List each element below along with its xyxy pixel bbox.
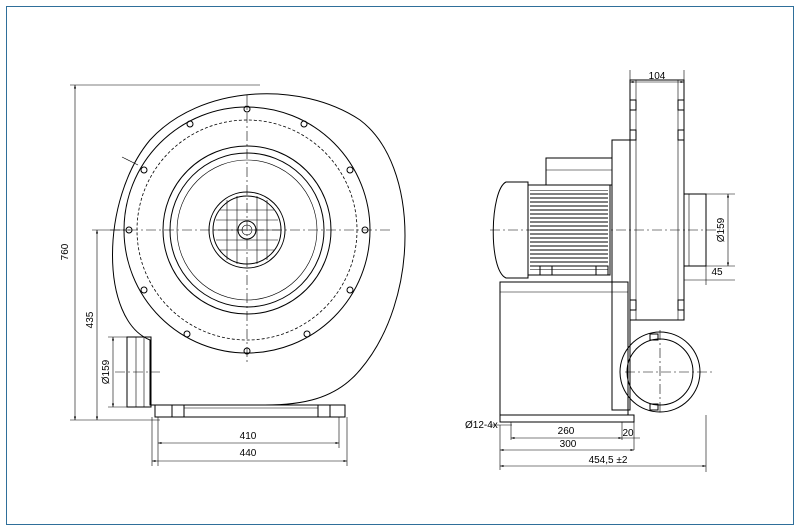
motor-pedestal xyxy=(499,281,629,416)
dim-base-outer-width: 440 xyxy=(240,448,257,459)
dim-base-length: 300 xyxy=(560,439,577,450)
dim-base-edge-offset: 20 xyxy=(622,428,634,439)
dim-overall-height: 760 xyxy=(60,243,71,260)
motor-end-cap xyxy=(492,181,529,279)
dim-inlet-diameter: Ø159 xyxy=(716,217,727,242)
dim-inlet-length: 45 xyxy=(711,267,723,278)
volute-housing xyxy=(112,93,406,406)
dim-overall-length: 454,5 ±2 xyxy=(589,455,628,466)
front-view: 760 435 Ø159 410 440 xyxy=(60,84,406,466)
drawing-frame xyxy=(6,6,794,525)
base-frame xyxy=(154,404,346,418)
dim-inlet-width: 104 xyxy=(649,71,666,82)
side-view: 104 Ø159 45 Ø12-4x 260 20 300 454,5 ±2 xyxy=(465,70,735,472)
dim-base-hole-spacing: 260 xyxy=(558,426,575,437)
dim-base-inner-width: 410 xyxy=(240,431,257,442)
dim-mount-holes: Ø12-4x xyxy=(465,420,498,431)
dim-outlet-center-height: 435 xyxy=(85,311,96,328)
dim-outlet-diameter: Ø159 xyxy=(101,359,112,384)
base-plate xyxy=(499,414,635,423)
housing-scroll-side xyxy=(629,79,685,321)
housing-bolts xyxy=(125,105,369,355)
motor-terminal-box xyxy=(545,157,613,186)
